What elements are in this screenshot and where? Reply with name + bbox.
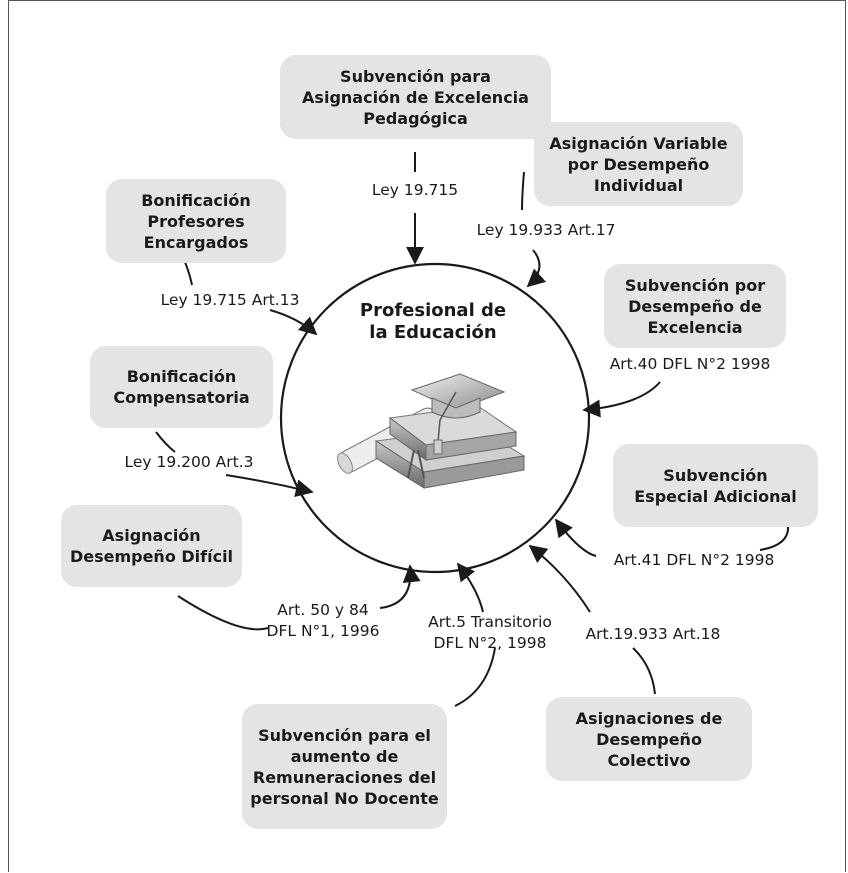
arrow-art40 [582, 381, 661, 418]
arrow-ley-19933-art17 [521, 171, 525, 211]
box-sub-desempeno-excelencia: Subvención por Desempeño de Excelencia [604, 264, 786, 348]
connector-colectivo [632, 647, 656, 695]
center-circle [279, 262, 591, 574]
connector-sub-especial [759, 524, 790, 551]
label-art5: Art.5 Transitorio DFL N°2, 1998 [428, 613, 552, 652]
center-title: Profesional de la Educación [359, 300, 507, 343]
box-asig-colectivo: Asignaciones de Desempeño Colectivo [546, 697, 752, 781]
box-asig-dificil: Asignación Desempeño Difícil [61, 505, 242, 587]
connector-bonif-encargados [184, 261, 193, 286]
box-bonif-encargados: Bonificación Profesores Encargados [106, 179, 286, 263]
diagram-frame [8, 0, 846, 872]
label-ley-19200: Ley 19.200 Art.3 [124, 453, 254, 471]
arrow-art41 [554, 518, 597, 557]
box-asig-variable: Asignación Variable por Desempeño Indivi… [534, 122, 743, 206]
arrow-ley-19200 [225, 474, 314, 498]
box-sub-excelencia-pedagogica: Subvención para Asignación de Excelencia… [280, 55, 551, 139]
arrow-art50-upper [379, 564, 421, 609]
box-sub-especial: Subvención Especial Adicional [613, 444, 818, 527]
arrow-ley-19715-art13 [269, 309, 318, 336]
arrow-art5 [456, 562, 484, 613]
arrow-art50 [177, 595, 269, 631]
arrow-art19933-18 [528, 544, 591, 613]
label-ley-19715-art13: Ley 19.715 Art.13 [160, 291, 300, 309]
label-ley-19715: Ley 19.715 [371, 181, 459, 199]
label-art19933-18: Art.19.933 Art.18 [585, 625, 721, 643]
label-art50: Art. 50 y 84 DFL N°1, 1996 [266, 601, 380, 640]
box-bonif-compensatoria: Bonificación Compensatoria [90, 346, 273, 428]
arrow-ley-19933-art17-lower [526, 249, 547, 288]
connector-bonif-compensatoria [155, 431, 176, 453]
box-sub-no-docente: Subvención para el aumento de Remuneraci… [242, 704, 447, 829]
graduation-cap-books-diploma-icon [337, 373, 526, 489]
connector-no-docente [454, 647, 496, 707]
label-ley-19933-art17: Ley 19.933 Art.17 [476, 221, 616, 239]
label-art41: Art.41 DFL N°2 1998 [613, 551, 775, 569]
label-art40: Art.40 DFL N°2 1998 [609, 355, 771, 373]
